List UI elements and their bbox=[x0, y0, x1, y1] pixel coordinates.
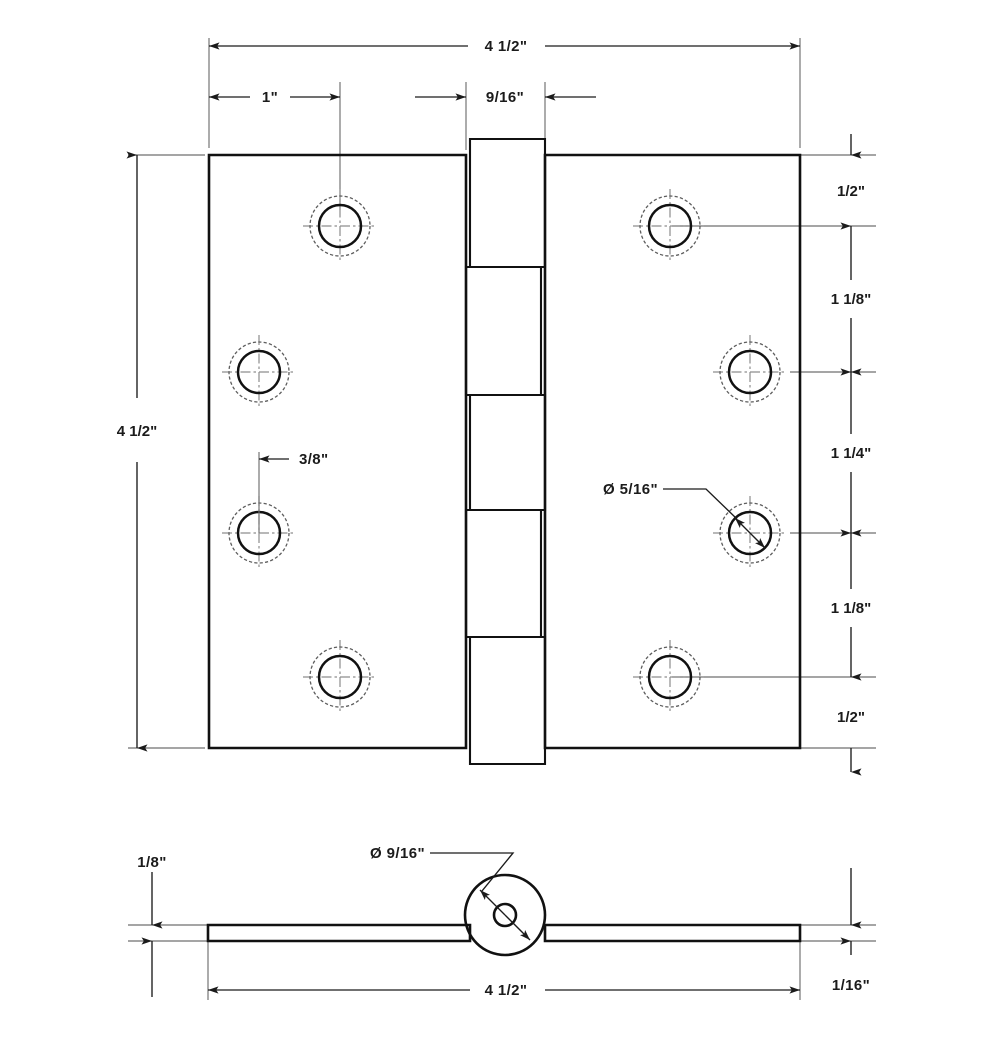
screw-hole-right-3 bbox=[713, 496, 787, 570]
dim-hole-offset: 3/8" bbox=[258, 451, 329, 533]
dim-top-knuckle-width: 9/16" bbox=[415, 89, 596, 106]
screw-hole-right-2 bbox=[713, 335, 787, 409]
screw-hole-right-4 bbox=[633, 640, 707, 714]
dim-hole-offset-label: 3/8" bbox=[299, 451, 329, 468]
screw-hole-right-1 bbox=[633, 189, 707, 263]
dim-hole-diameter-label: Ø 5/16" bbox=[603, 481, 658, 498]
dim-top-first-hole-label: 1" bbox=[262, 89, 278, 106]
dim-left-overall-label: 4 1/2" bbox=[117, 423, 157, 440]
left-leaf-outline bbox=[207, 153, 468, 750]
dim-right-2-label: 1 1/8" bbox=[831, 291, 871, 308]
dim-barrel-diameter-label: Ø 9/16" bbox=[370, 845, 425, 862]
hinge-knuckles bbox=[464, 137, 547, 766]
dim-right-3-label: 1 1/4" bbox=[831, 445, 871, 462]
dim-right-4-label: 1 1/8" bbox=[831, 600, 871, 617]
dim-hole-diameter-callout: Ø 5/16" bbox=[603, 481, 738, 520]
dim-barrel-diameter-callout: Ø 9/16" bbox=[370, 845, 515, 892]
side-left-leaf bbox=[206, 923, 472, 943]
dim-side-overall-length: 4 1/2" bbox=[208, 982, 800, 999]
dim-right-5-label: 1/2" bbox=[837, 709, 865, 726]
side-right-leaf bbox=[543, 923, 802, 943]
dim-top-knuckle-label: 9/16" bbox=[486, 89, 524, 106]
screw-hole-left-2 bbox=[222, 335, 296, 409]
dim-side-thickness-left: 1/8" bbox=[137, 854, 167, 997]
hinge-barrel bbox=[463, 873, 547, 957]
knuckle-segment-4 bbox=[464, 508, 543, 639]
dim-side-overall-label: 4 1/2" bbox=[485, 982, 528, 999]
knuckle-segment-2 bbox=[464, 265, 543, 397]
barrel-pin-circle bbox=[492, 902, 518, 928]
dim-left-overall-height: 4 1/2" bbox=[117, 151, 157, 752]
hinge-side-body bbox=[206, 923, 802, 943]
hinge-front-body bbox=[207, 153, 802, 750]
barrel-outer-circle bbox=[463, 873, 547, 957]
dim-top-overall: 4 1/2" bbox=[209, 38, 800, 55]
right-leaf-outline bbox=[543, 153, 802, 750]
dim-right-1-label: 1/2" bbox=[837, 183, 865, 200]
screw-hole-left-4 bbox=[303, 640, 377, 714]
knuckle-segment-5 bbox=[468, 635, 547, 766]
knuckle-segment-3 bbox=[468, 393, 547, 512]
screw-hole-left-1 bbox=[303, 189, 377, 263]
knuckle-segment-1 bbox=[468, 137, 547, 269]
dim-side-thickness-right: 1/16" bbox=[832, 868, 870, 994]
dim-side-thickness-left-label: 1/8" bbox=[137, 854, 167, 871]
dim-side-thickness-right-label: 1/16" bbox=[832, 977, 870, 994]
dim-right-chain: 1/2" 1 1/8" 1 1/4" 1 1/8" 1/2" bbox=[831, 134, 871, 776]
dim-top-overall-label: 4 1/2" bbox=[485, 38, 528, 55]
front-view-extension-lines bbox=[128, 38, 876, 749]
dim-top-first-hole: 1" bbox=[209, 89, 340, 106]
